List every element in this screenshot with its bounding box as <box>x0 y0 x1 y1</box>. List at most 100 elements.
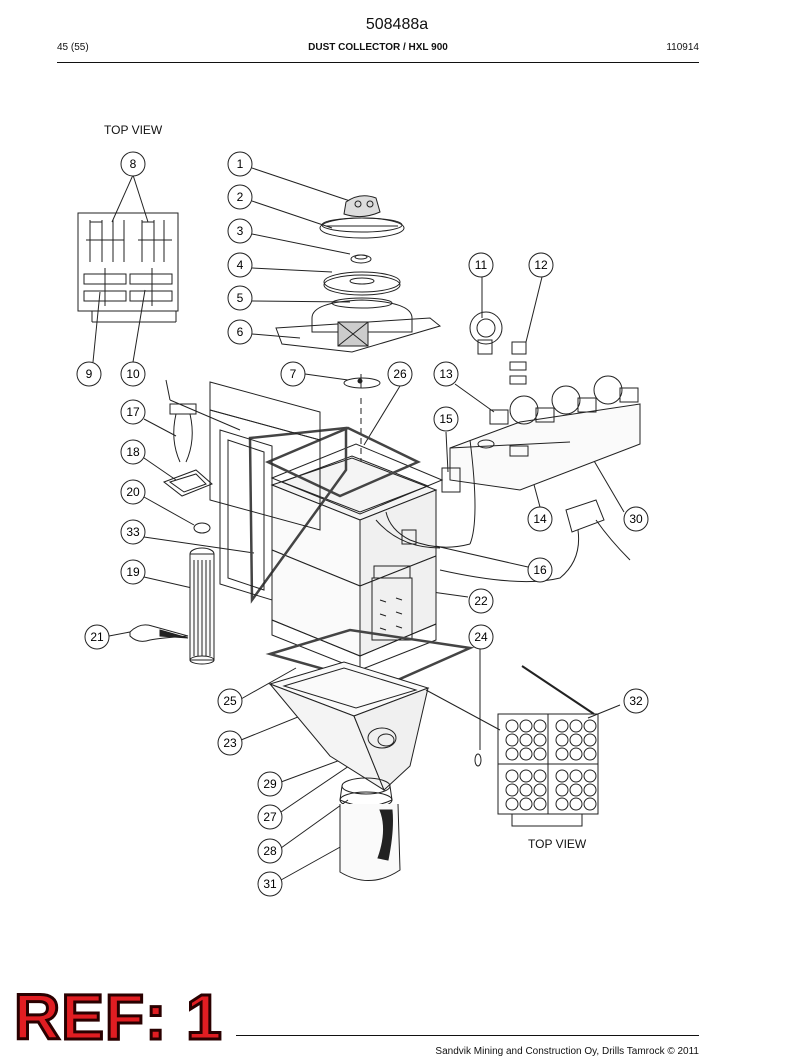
balloon-number: 17 <box>126 405 140 419</box>
balloon-2: 2 <box>227 184 253 210</box>
balloon-circle <box>468 252 494 278</box>
balloon-31: 31 <box>257 871 283 897</box>
balloon-circle <box>257 871 283 897</box>
footer-copyright: Sandvik Mining and Construction Oy, Dril… <box>435 1046 699 1057</box>
balloon-circle <box>623 506 649 532</box>
balloon-10: 10 <box>120 361 146 387</box>
page-title: DUST COLLECTOR / HXL 900 <box>308 42 448 53</box>
balloon-circle <box>623 688 649 714</box>
balloon-circle <box>433 361 459 387</box>
top-view-label-right: TOP VIEW <box>528 837 587 851</box>
balloon-number: 5 <box>237 291 244 305</box>
balloon-11: 11 <box>468 252 494 278</box>
top-view-label-left: TOP VIEW <box>104 123 163 137</box>
balloon-24: 24 <box>468 624 494 650</box>
balloon-4: 4 <box>227 252 253 278</box>
left-loose-parts <box>129 403 215 665</box>
hoses <box>375 439 476 549</box>
balloon-3: 3 <box>227 218 253 244</box>
balloon-number: 27 <box>263 810 277 824</box>
gasket-frame <box>264 426 421 498</box>
balloon-25: 25 <box>217 688 243 714</box>
balloon-circle <box>527 557 553 583</box>
balloon-circle <box>257 771 283 797</box>
document-number: 508488a <box>365 16 429 33</box>
balloon-circle <box>120 519 146 545</box>
balloon-circle <box>76 361 102 387</box>
balloon-circle <box>387 361 413 387</box>
balloon-21: 21 <box>84 624 110 650</box>
balloon-number: 33 <box>126 525 140 539</box>
balloon-number: 12 <box>534 258 548 272</box>
balloon-number: 11 <box>475 258 488 272</box>
balloon-number: 9 <box>86 367 93 381</box>
balloon-circle <box>257 804 283 830</box>
balloon-number: 8 <box>130 157 137 171</box>
balloon-6: 6 <box>227 319 253 345</box>
balloon-circle <box>280 361 306 387</box>
leader-lines <box>92 167 625 881</box>
balloon-number: 20 <box>126 485 140 499</box>
balloon-number: 4 <box>237 258 244 272</box>
balloon-circle <box>227 285 253 311</box>
balloon-number: 13 <box>439 367 453 381</box>
ref-stamp: REF: 1 <box>13 981 224 1053</box>
balloon-number: 22 <box>474 594 488 608</box>
balloon-circle <box>227 252 253 278</box>
balloon-number: 31 <box>263 877 277 891</box>
valve-block <box>439 311 641 583</box>
balloon-26: 26 <box>387 361 413 387</box>
balloon-12: 12 <box>528 252 554 278</box>
balloon-circle <box>120 399 146 425</box>
balloon-number: 16 <box>533 563 547 577</box>
side-gasket <box>248 426 348 604</box>
balloon-number: 28 <box>263 844 277 858</box>
balloon-number: 19 <box>126 565 140 579</box>
top-assembly-parts <box>275 195 442 500</box>
header-divider <box>57 62 699 63</box>
balloon-number: 23 <box>223 736 237 750</box>
balloon-28: 28 <box>257 838 283 864</box>
balloon-15: 15 <box>433 406 459 432</box>
balloon-number: 1 <box>237 157 244 171</box>
balloon-circle <box>120 151 146 177</box>
balloon-33: 33 <box>120 519 146 545</box>
balloon-circle <box>120 479 146 505</box>
dust-bag <box>339 777 401 881</box>
balloon-29: 29 <box>257 771 283 797</box>
balloon-number: 29 <box>263 777 277 791</box>
balloon-circle <box>120 361 146 387</box>
balloon-number: 15 <box>439 412 453 426</box>
balloon-number: 24 <box>474 630 488 644</box>
balloon-number: 10 <box>126 367 140 381</box>
balloon-circle <box>528 252 554 278</box>
balloon-number: 6 <box>237 325 244 339</box>
top-view-filter-holders <box>77 212 179 323</box>
balloon-number: 25 <box>223 694 237 708</box>
balloon-circle <box>433 406 459 432</box>
balloon-circle <box>227 184 253 210</box>
balloon-number: 30 <box>629 512 643 526</box>
balloon-20: 20 <box>120 479 146 505</box>
balloon-number: 26 <box>393 367 407 381</box>
balloon-circle <box>527 506 553 532</box>
balloon-5: 5 <box>227 285 253 311</box>
balloon-13: 13 <box>433 361 459 387</box>
balloon-circle <box>227 218 253 244</box>
balloon-number: 3 <box>237 224 244 238</box>
balloon-17: 17 <box>120 399 146 425</box>
balloon-circle <box>227 319 253 345</box>
balloon-30: 30 <box>623 506 649 532</box>
balloon-22: 22 <box>468 588 494 614</box>
balloon-circle <box>217 688 243 714</box>
balloon-circle <box>217 730 243 756</box>
balloon-9: 9 <box>76 361 102 387</box>
balloon-18: 18 <box>120 439 146 465</box>
balloon-number: 7 <box>290 367 297 381</box>
date-code: 110914 <box>666 42 699 53</box>
balloon-circle <box>468 588 494 614</box>
balloon-number: 18 <box>126 445 140 459</box>
footer-divider <box>236 1035 699 1036</box>
